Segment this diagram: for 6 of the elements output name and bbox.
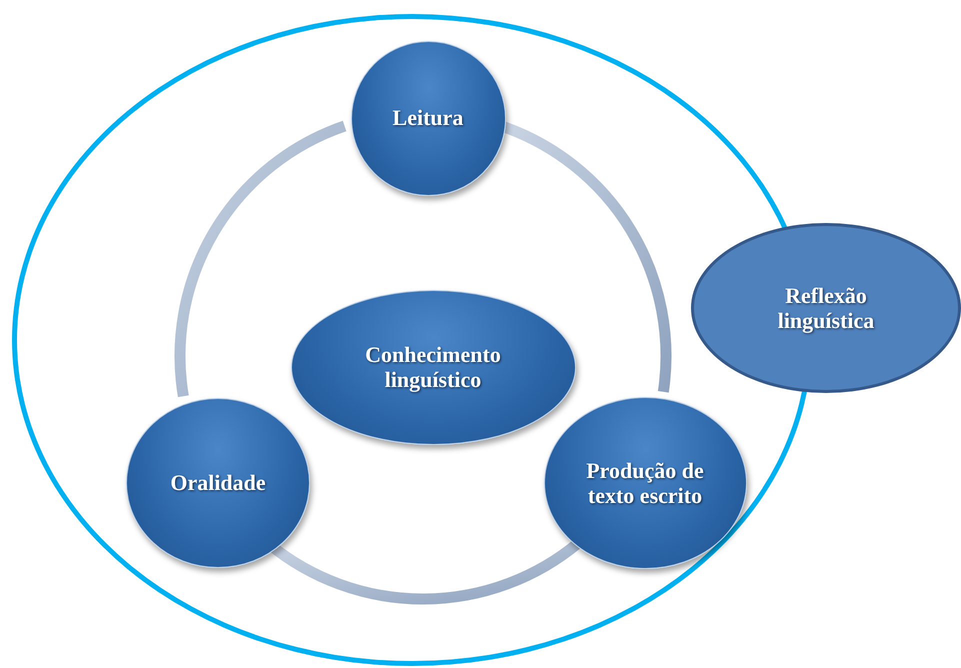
node-label: Produção de texto escrito <box>585 458 705 508</box>
node-label: Conhecimento linguístico <box>364 342 502 392</box>
node-label: Reflexão linguística <box>776 282 876 334</box>
node-label: Oralidade <box>169 470 267 496</box>
node-label: Leitura <box>392 105 464 131</box>
ring-arc <box>174 120 347 397</box>
